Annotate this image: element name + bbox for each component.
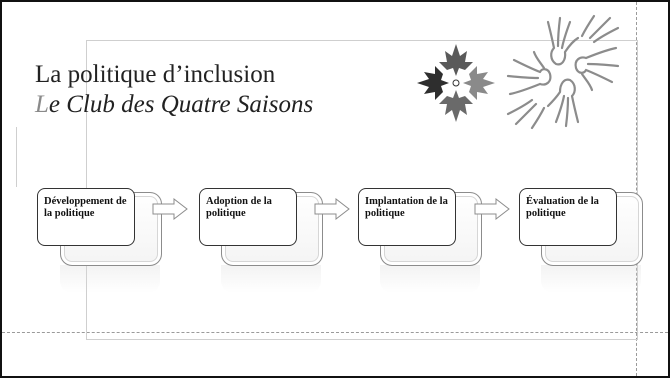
step-2-label[interactable]: Adoption de la politique (199, 188, 297, 246)
step-1-label[interactable]: Développement de la politique (37, 188, 135, 246)
maple-leaves-icon[interactable] (415, 42, 497, 124)
horizontal-guide-bottom (2, 332, 668, 333)
arrow-right-icon (474, 197, 510, 225)
arrow-right-icon (152, 197, 188, 225)
step-1-reflection (60, 265, 160, 293)
step-3-label[interactable]: Implantation de la politique (358, 188, 456, 246)
step-3-reflection (380, 265, 480, 293)
subtitle-text: e Club des Quatre Saisons (48, 91, 314, 118)
subtitle-initial: L (35, 91, 49, 118)
arrow-right-icon (314, 197, 350, 225)
step-4-reflection (541, 265, 641, 293)
slide-subtitle[interactable]: Le Club des Quatre Saisons (35, 90, 313, 120)
left-guide-line (16, 127, 17, 187)
step-2-reflection (221, 265, 321, 293)
hands-circle-icon[interactable] (502, 8, 630, 136)
step-4-label[interactable]: Évaluation de la politique (519, 188, 617, 246)
slide-title[interactable]: La politique d’inclusion (35, 61, 276, 88)
vertical-guide-right (636, 2, 637, 376)
